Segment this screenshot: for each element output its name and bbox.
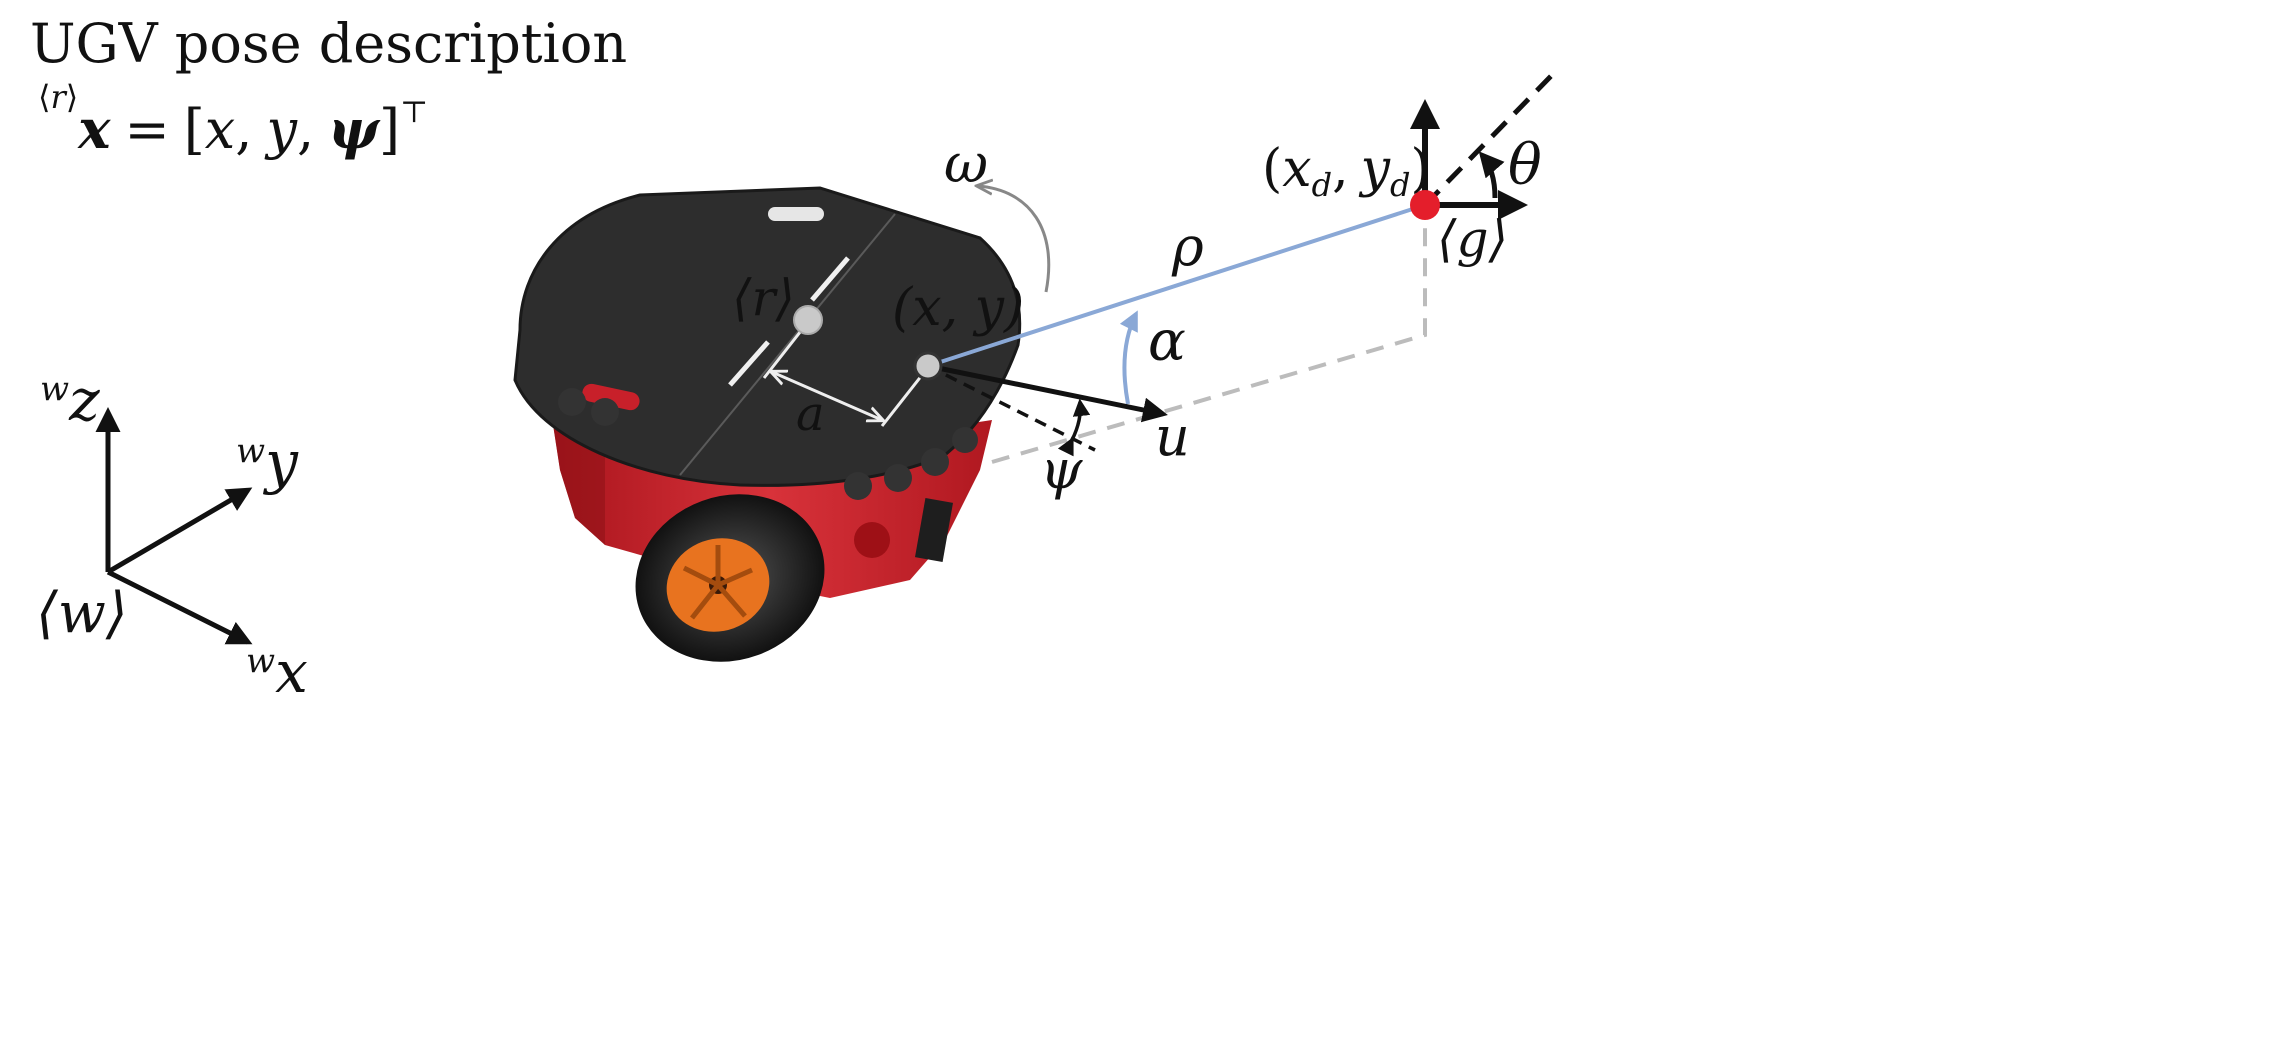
world-x-label: x [275, 638, 308, 706]
goal-frame: θ ⟨g⟩ (xd,yd) [1262, 70, 1557, 268]
pose-y: y [264, 98, 298, 161]
robot-position-marker [913, 351, 943, 381]
svg-text:wz: wz [40, 366, 100, 434]
pose-open-bracket: [ [184, 98, 205, 161]
robot-plate-handle-red [582, 383, 640, 411]
svg-text:wx: wx [246, 638, 308, 706]
robot-position-label: (x, y) [892, 278, 1024, 338]
robot-plate-seam [679, 213, 896, 476]
pose-lhs: x [77, 97, 111, 161]
pose-comma-2: , [297, 98, 314, 161]
world-x-axis [106, 569, 253, 645]
goal-frame-label: ⟨g⟩ [1437, 210, 1508, 268]
pose-close-bracket: ] [379, 98, 400, 161]
goal-position-open: ( [1262, 139, 1282, 199]
robot-side-panel [915, 498, 953, 562]
world-frame: wz wy wx ⟨w⟩ [36, 366, 308, 706]
offset-a-arrow [772, 372, 882, 420]
robot-speaker-grille [854, 522, 890, 558]
svg-text:(xd,yd): (xd,yd) [1262, 139, 1431, 204]
robot-illustration [513, 186, 1022, 662]
goal-marker [1410, 190, 1440, 220]
goal-position-comma: , [1332, 139, 1349, 199]
goal-yd-base: y [1359, 139, 1391, 199]
goal-yd-sub: d [1390, 166, 1410, 204]
goal-xd-base: x [1282, 139, 1311, 199]
world-z-superscript: w [40, 369, 69, 409]
robot-wheel-spokes [682, 545, 754, 620]
pose-prefix-close: ⟩ [66, 78, 78, 116]
psi-label: ψ [1040, 438, 1083, 501]
alpha-arc [1119, 310, 1138, 405]
projection-lines [991, 212, 1427, 464]
pose-transpose: ⊤ [400, 95, 428, 130]
heading-dashed-line [927, 364, 1096, 452]
robot-plate-slot-1 [810, 256, 850, 302]
velocity-u-label: u [1155, 405, 1190, 468]
theta-label: θ [1508, 133, 1542, 198]
offset-a-tick-right [880, 369, 928, 427]
alpha-label: α [1148, 309, 1186, 374]
world-y-superscript: w [236, 431, 265, 471]
psi-arc [1057, 398, 1091, 457]
world-x-superscript: w [246, 641, 275, 681]
theta-arc [1478, 151, 1505, 199]
omega-arc [978, 186, 1051, 293]
offset-a-label: a [796, 386, 825, 442]
robot-plate-handle-slot [768, 207, 824, 221]
pose-x: x [205, 98, 235, 161]
goal-position-close: ) [1411, 139, 1431, 199]
svg-text:⟨r⟩x=[x,y,ψ]⊤: ⟨r⟩x=[x,y,ψ]⊤ [38, 78, 428, 161]
pose-comma-1: , [235, 98, 252, 161]
pose-equation: ⟨r⟩x=[x,y,ψ]⊤ [38, 78, 428, 161]
pose-prefix-open: ⟨ [38, 78, 50, 116]
pose-prefix-frame: r [50, 78, 67, 116]
pose-equals: = [124, 98, 169, 161]
world-z-label: z [68, 366, 100, 434]
rho-label: ρ [1171, 215, 1204, 278]
world-y-axis [106, 487, 253, 575]
world-y-label: y [262, 428, 299, 496]
robot-frame-label: ⟨r⟩ [732, 269, 795, 327]
svg-text:wy: wy [236, 428, 299, 496]
omega-label: ω [944, 132, 988, 195]
goal-xd-sub: d [1312, 166, 1332, 204]
pose-psi: ψ [328, 97, 381, 161]
rho-distance-line [927, 203, 1426, 368]
velocity-u-arrow [927, 363, 1168, 423]
robot-sonar-ring [558, 388, 978, 500]
diagram-title: UGV pose description [30, 12, 627, 75]
robot-plate-slot-2 [728, 340, 770, 387]
robot-frame-marker [793, 305, 823, 335]
world-frame-label: ⟨w⟩ [36, 581, 128, 646]
